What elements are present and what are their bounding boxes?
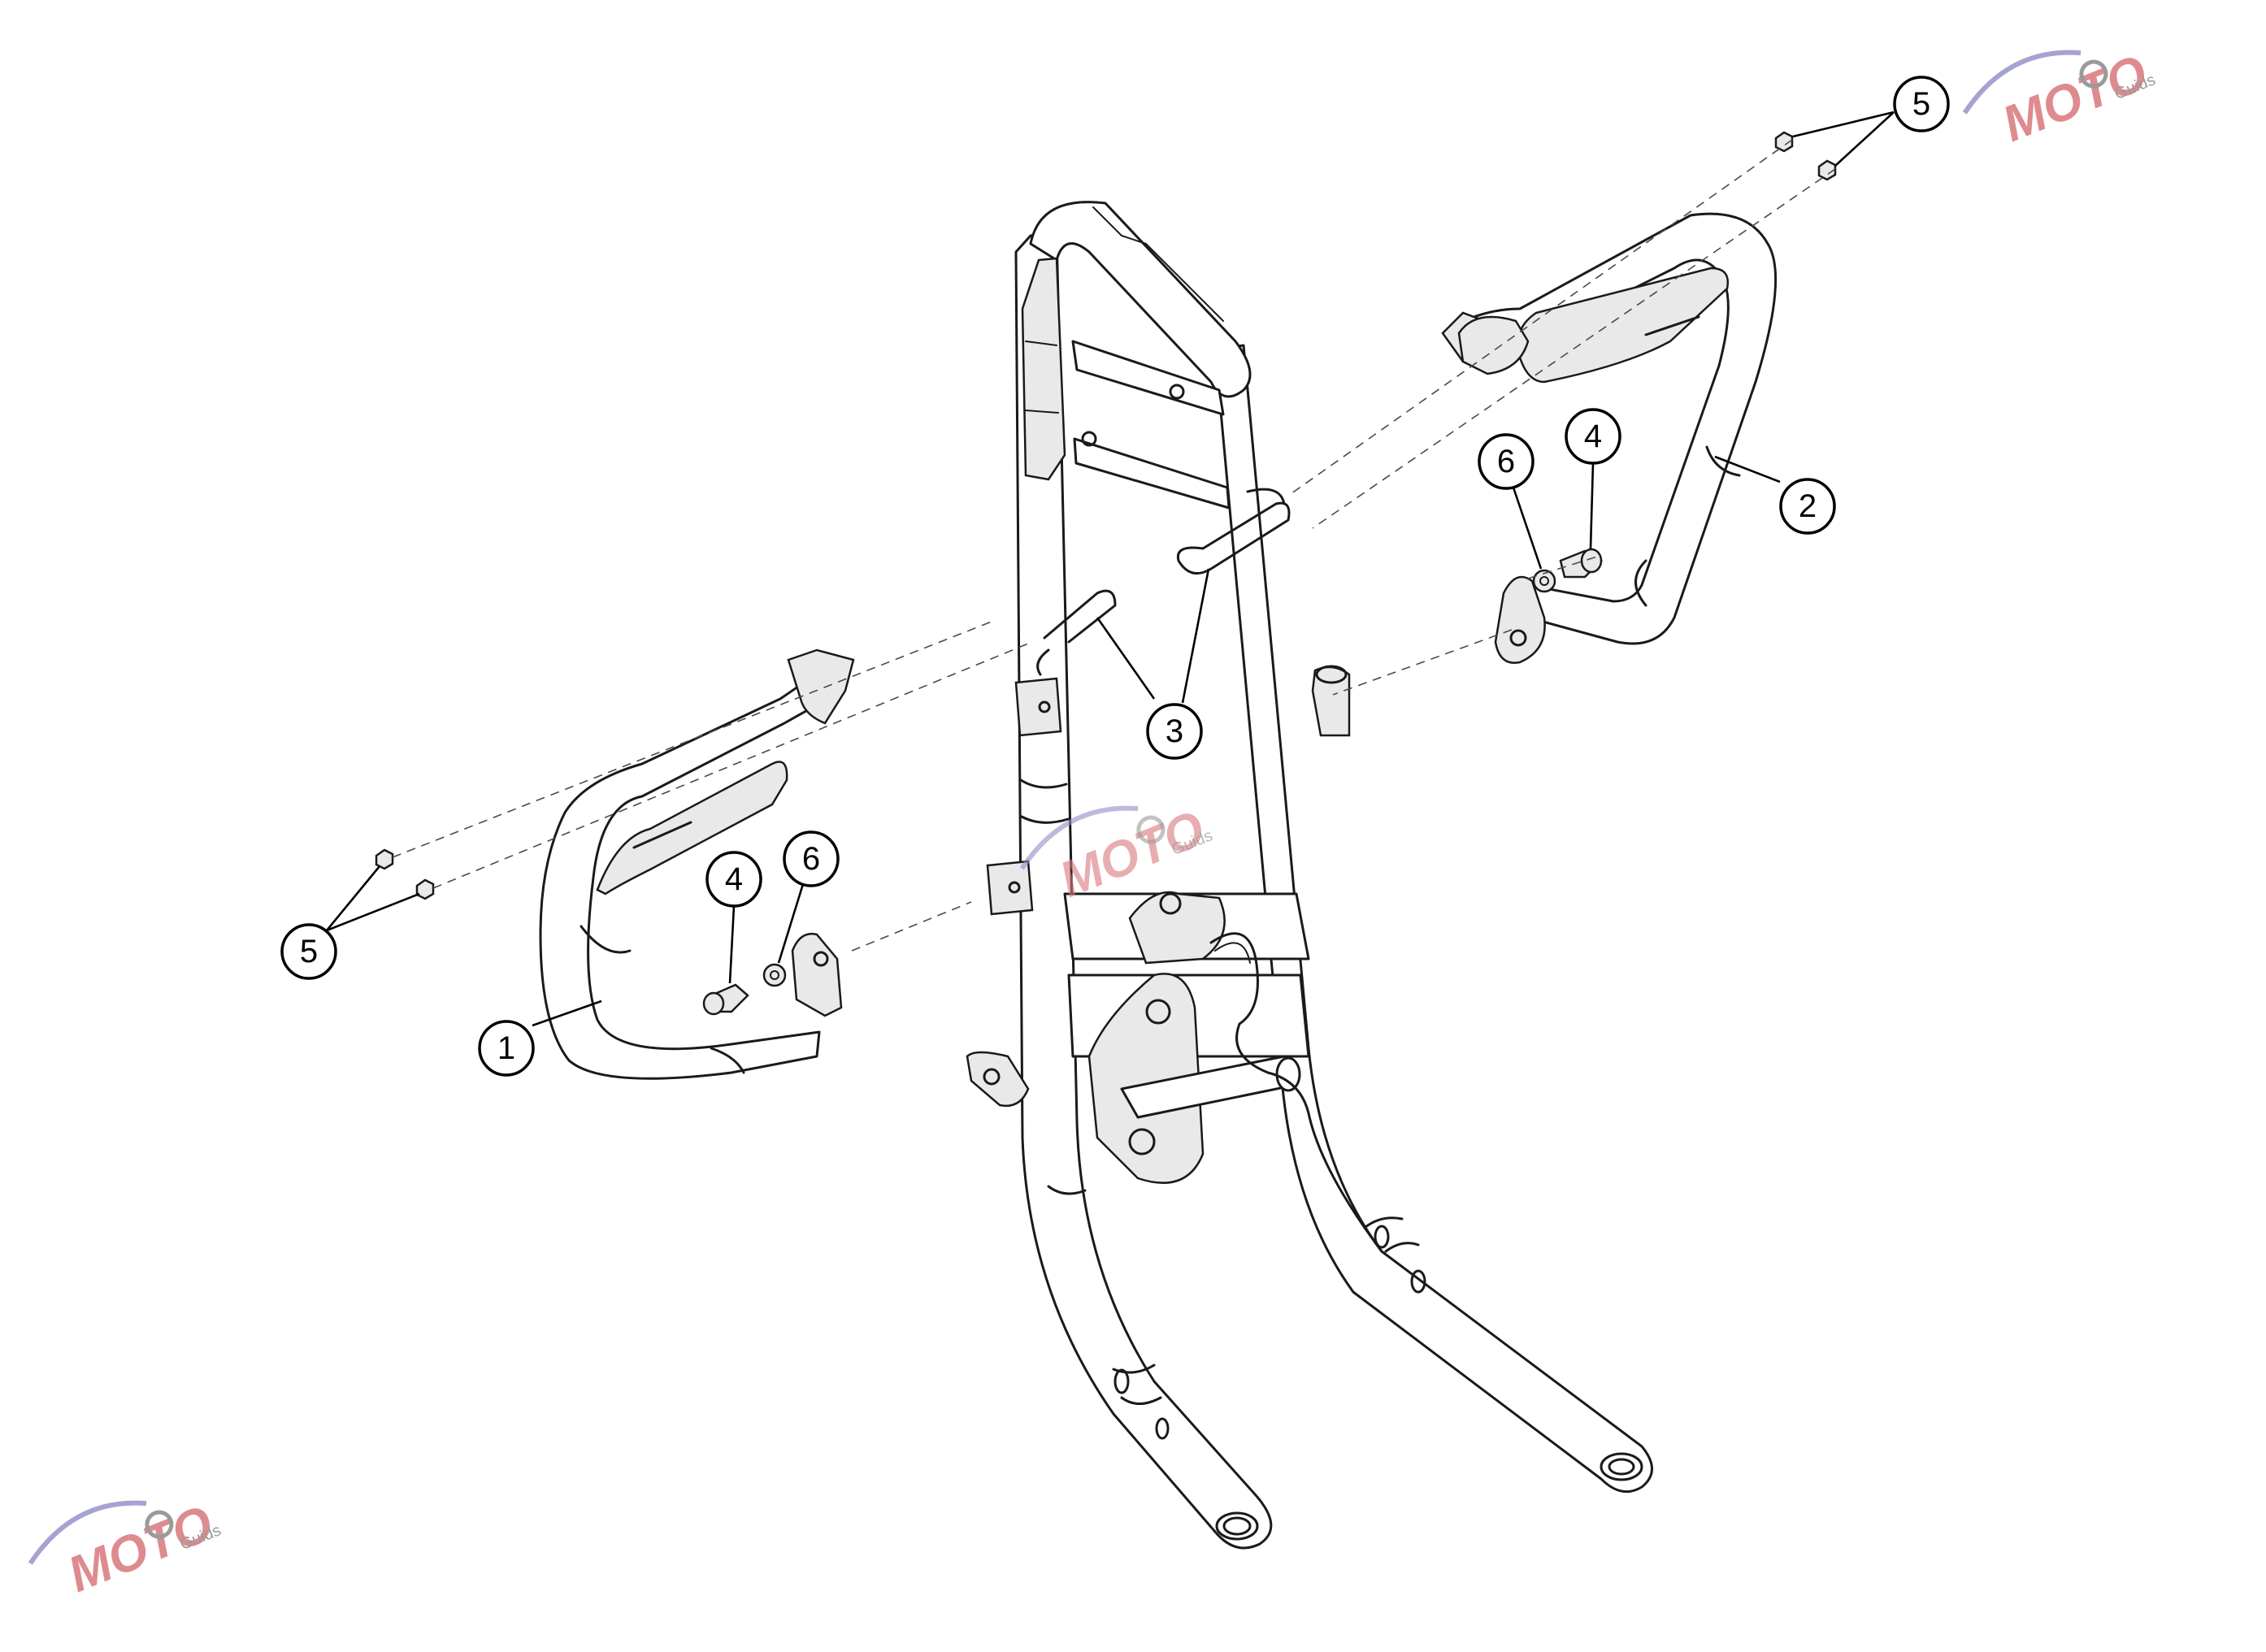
callout-5-left-label: 5 <box>300 934 318 969</box>
callout-6-right: 6 <box>1478 433 1543 570</box>
callout-5-right: 5 <box>1792 76 1950 167</box>
callout-2: 2 <box>1714 455 1836 535</box>
callout-1-label: 1 <box>497 1030 515 1066</box>
callout-6-right-label: 6 <box>1497 444 1515 479</box>
left-guard <box>539 648 855 1080</box>
assembly-lines <box>392 139 1836 952</box>
callout-4-right: 4 <box>1565 408 1621 549</box>
watermark-top-right: MOTO Guids <box>1962 45 2158 153</box>
callout-3-label: 3 <box>1166 713 1183 749</box>
u-bolts <box>1036 488 1291 676</box>
callout-2-label: 2 <box>1799 488 1817 524</box>
callout-3: 3 <box>1096 568 1210 760</box>
callout-6-left: 6 <box>777 830 840 964</box>
callout-4-left-label: 4 <box>725 861 743 897</box>
callout-5-left: 5 <box>280 865 420 980</box>
callout-4-right-label: 4 <box>1584 418 1602 454</box>
gear-icon <box>145 1510 174 1539</box>
main-frame <box>966 201 1653 1550</box>
watermark-bottom-left: MOTO Guids <box>28 1495 224 1603</box>
gear-icon <box>1136 815 1166 844</box>
callout-4-left: 4 <box>705 851 762 984</box>
callout-6-left-label: 6 <box>802 841 820 877</box>
callout-1: 1 <box>478 999 602 1077</box>
gear-icon <box>2079 59 2108 89</box>
callout-5-right-label: 5 <box>1912 86 1930 122</box>
